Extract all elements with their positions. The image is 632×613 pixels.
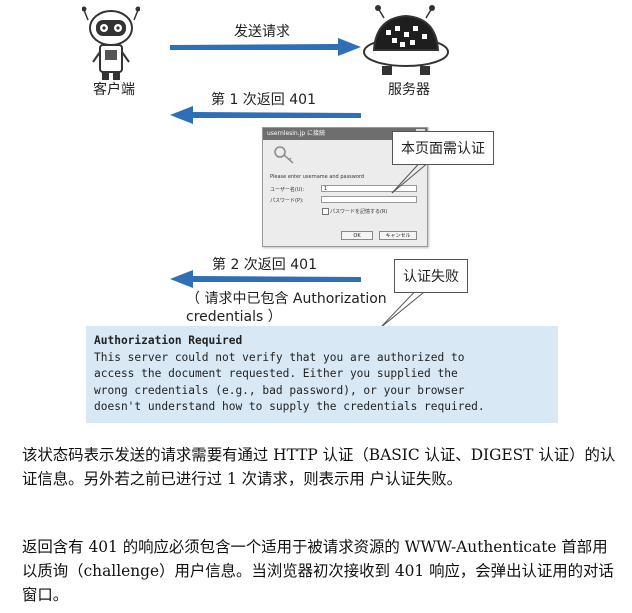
remember-checkbox[interactable] (322, 208, 329, 215)
second-return-arrow-icon (170, 270, 361, 288)
username-field[interactable]: 1 (321, 185, 417, 192)
second-note-line1: （ 请求中已包含 Authorization (186, 291, 387, 307)
client-label: 客户端 (93, 82, 135, 98)
password-field[interactable] (321, 196, 417, 203)
send-request-label: 发送请求 (234, 24, 290, 40)
server-label: 服务器 (388, 82, 430, 98)
first-return-arrow-icon (170, 106, 361, 124)
first-return-label: 第 1 次返回 401 (211, 92, 316, 108)
code-line: This server could not verify that you ar… (94, 350, 465, 364)
cancel-button[interactable]: キャンセル (379, 231, 417, 240)
remember-label: パスワードを記憶する(R) (330, 209, 388, 215)
second-note-line2: credentials ） (186, 309, 282, 325)
callout-page-auth: 本页面需认证 (392, 131, 494, 165)
dialog-message: Please enter username and password (270, 174, 365, 180)
error-message-box: Authorization Required This server could… (86, 326, 558, 423)
ok-button[interactable]: OK (341, 231, 373, 240)
password-label: パスワード(P): (270, 198, 304, 204)
code-heading: Authorization Required (94, 334, 243, 347)
code-line: doesn't understand how to supply the cre… (94, 400, 485, 414)
auth-dialog: usernlesin.jp に接続 × Please enter usernam… (262, 127, 428, 247)
code-line: wrong credentials (e.g., bad password), … (94, 383, 465, 397)
username-label: ユーザー名(U): (270, 187, 305, 193)
server-robot-icon (363, 5, 449, 75)
paragraph-2: 返回含有 401 的响应必须包含一个适用于被请求资源的 WWW-Authenti… (22, 538, 614, 604)
second-return-label: 第 2 次返回 401 (212, 257, 317, 273)
code-line: access the document requested. Either yo… (94, 367, 458, 381)
key-icon (274, 146, 294, 164)
client-robot-icon (82, 6, 140, 80)
callout-auth-fail: 认证失败 (394, 259, 468, 293)
dialog-title: usernlesin.jp に接続 (263, 128, 427, 140)
paragraph-1: 该状态码表示发送的请求需要有通过 HTTP 认证（BASIC 认证、DIGEST… (22, 446, 616, 488)
send-request-arrow-icon (170, 38, 361, 56)
